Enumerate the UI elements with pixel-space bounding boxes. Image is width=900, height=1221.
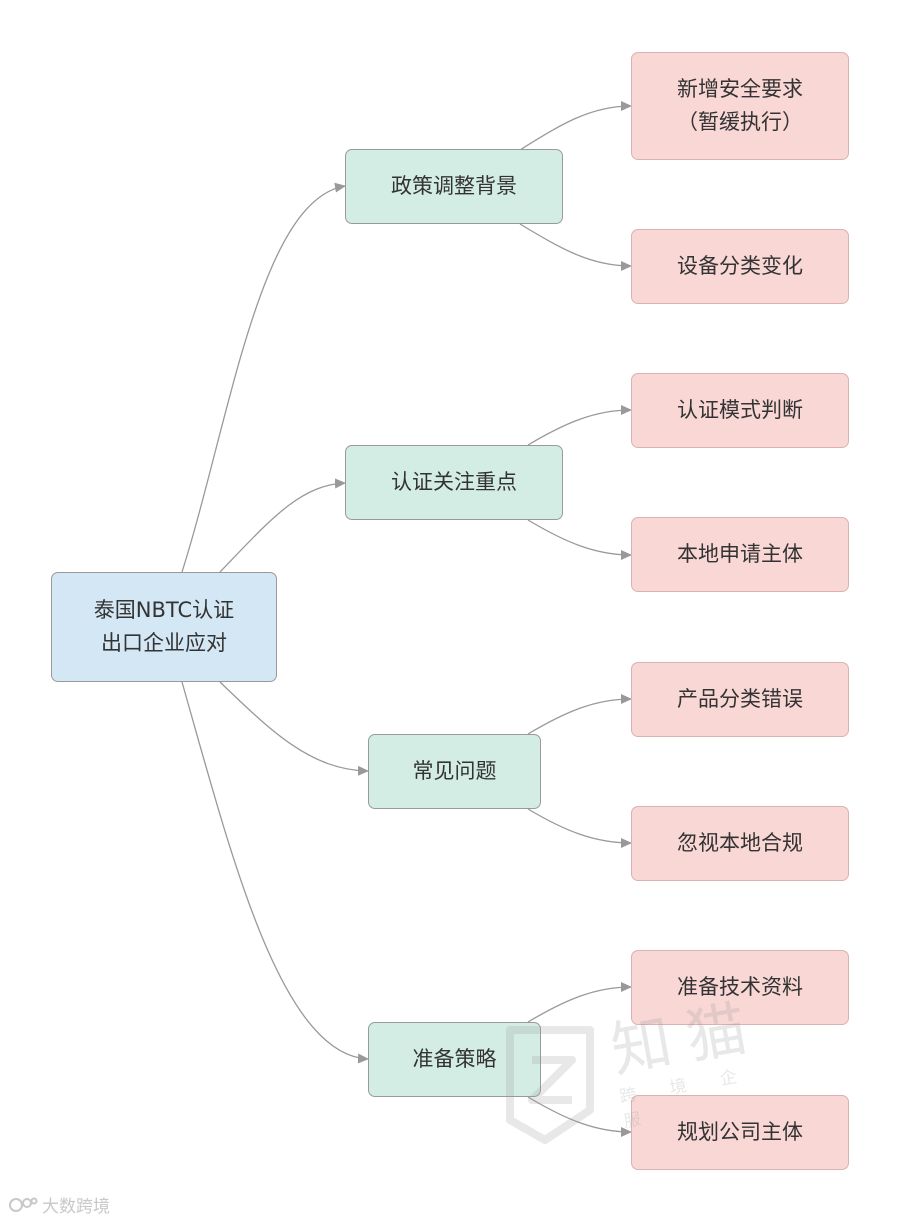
branch-label: 政策调整背景: [391, 174, 517, 198]
leaf-node: 产品分类错误: [631, 662, 849, 737]
branch-node-focus: 认证关注重点: [345, 445, 563, 520]
leaf-node: 新增安全要求 （暂缓执行）: [631, 52, 849, 160]
leaf-node: 规划公司主体: [631, 1095, 849, 1170]
leaf-label-line2: （暂缓执行）: [677, 110, 803, 134]
leaf-label: 准备技术资料: [677, 975, 803, 999]
edge-focus-leaf2: [527, 519, 632, 560]
brand-logo-icon: [9, 1197, 38, 1212]
leaf-label: 认证模式判断: [677, 398, 803, 422]
edge-root-focus: [219, 478, 346, 573]
leaf-node: 忽视本地合规: [631, 806, 849, 881]
branch-node-strategy: 准备策略: [368, 1022, 541, 1097]
edge-strategy-leaf1: [527, 982, 632, 1023]
leaf-node: 设备分类变化: [631, 229, 849, 304]
root-title-line2: 出口企业应对: [101, 631, 227, 655]
root-node: 泰国NBTC认证 出口企业应对: [51, 572, 277, 682]
branch-label: 常见问题: [412, 759, 497, 783]
brand-name: 大数跨境: [42, 1197, 110, 1217]
branch-label: 准备策略: [412, 1047, 497, 1071]
edge-root-strategy: [181, 681, 369, 1064]
edge-issues-leaf1: [527, 694, 632, 735]
leaf-label: 忽视本地合规: [677, 831, 803, 855]
footer-brand: 大数跨境: [8, 1192, 110, 1217]
branch-node-policy: 政策调整背景: [345, 149, 563, 224]
leaf-label: 本地申请主体: [677, 542, 803, 566]
edge-focus-leaf1: [527, 405, 632, 446]
edge-root-issues: [219, 681, 369, 776]
edge-root-policy: [181, 182, 346, 573]
leaf-node: 本地申请主体: [631, 517, 849, 592]
root-title-line1: 泰国NBTC认证: [93, 598, 235, 622]
edge-policy-leaf2: [519, 223, 632, 271]
leaf-node: 认证模式判断: [631, 373, 849, 448]
leaf-label: 规划公司主体: [677, 1120, 803, 1144]
leaf-label-line1: 新增安全要求: [677, 77, 803, 101]
branch-node-issues: 常见问题: [368, 734, 541, 809]
leaf-node: 准备技术资料: [631, 950, 849, 1025]
leaf-label: 产品分类错误: [677, 687, 803, 711]
edge-policy-leaf1: [519, 101, 632, 151]
branch-label: 认证关注重点: [391, 470, 517, 494]
edge-strategy-leaf2: [527, 1096, 632, 1137]
edge-issues-leaf2: [527, 808, 632, 848]
leaf-label: 设备分类变化: [677, 254, 803, 278]
